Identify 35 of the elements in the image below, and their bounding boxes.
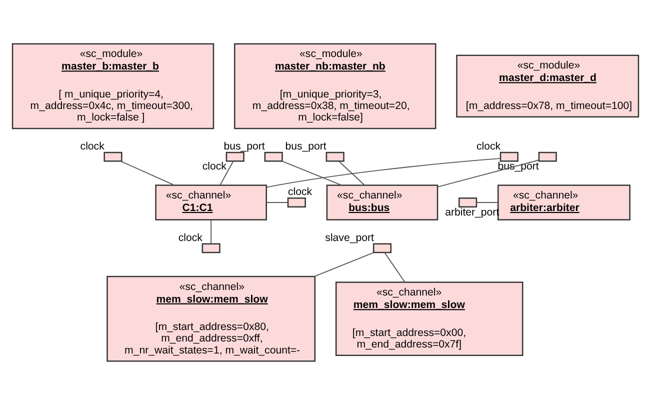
node-box: «sc_channel» bus:bus <box>326 184 438 220</box>
node-box: «sc_module» master_nb:master_nb [m_unique_priority=3, m_address=0x38, m_timeout=20, m_lock=false] <box>234 43 436 130</box>
node-box <box>104 152 122 162</box>
node-label: bus_port <box>224 140 265 152</box>
connector <box>266 158 501 188</box>
connector <box>282 160 342 186</box>
node-box: «sc_module» master_b:master_b [ m_unique_priority=4, m_address=0x4c, m_timeout=300, m_lock=false ] <box>12 43 214 130</box>
node-box <box>202 243 220 254</box>
node-box: «sc_module» master_d:master_d [m_address=0x78, m_timeout=100] <box>456 54 640 118</box>
connector <box>220 160 234 186</box>
node-label: clock <box>288 186 312 198</box>
connector <box>210 220 212 244</box>
node-box <box>264 152 283 162</box>
node-label: clock <box>178 232 202 244</box>
connector <box>384 252 406 283</box>
connector <box>314 252 374 277</box>
connector <box>120 160 175 186</box>
connector <box>476 202 498 203</box>
node-box <box>500 152 518 162</box>
node-label: clock <box>476 140 501 152</box>
node-label: clock <box>80 140 104 152</box>
connector <box>266 202 288 203</box>
node-box: «sc_channel» mem_slow:mem_slow [m_start_address=0x80, m_end_address=0xff, m_nr_wait_states=1, m_wait_count=- <box>106 276 316 362</box>
node-box <box>226 152 244 162</box>
node-box: «sc_channel» C1:C1 <box>155 184 267 220</box>
node-box <box>287 198 306 208</box>
node-box <box>326 152 344 162</box>
node-label: bus_port <box>285 140 326 152</box>
node-label: clock <box>202 160 226 173</box>
node-box <box>538 152 557 162</box>
node-box <box>458 198 478 208</box>
node-box: «sc_channel» mem_slow:mem_slow [m_start_address=0x00, m_end_address=0x7f] <box>335 282 524 356</box>
node-label: slave_port <box>325 232 374 244</box>
node-box <box>372 243 392 254</box>
connector <box>338 160 365 186</box>
